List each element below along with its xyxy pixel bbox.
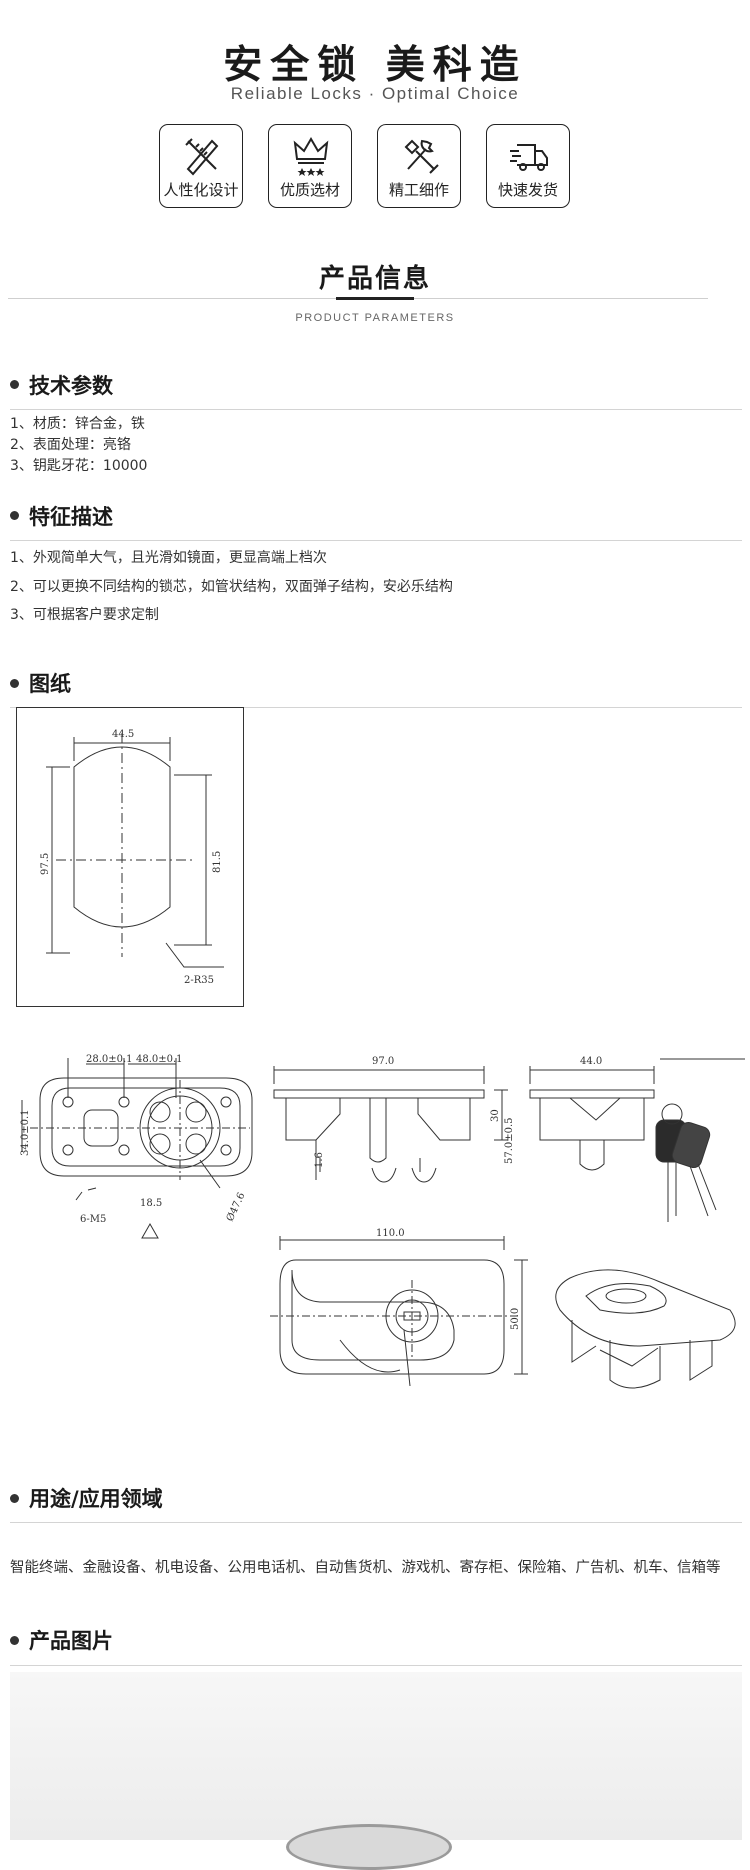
feature-label: 快速发货 [497,181,558,199]
dim-label: 97.5 [40,853,51,875]
feature-label: 人性化设计 [163,181,239,199]
feature-line: 1、外观简单大气，且光滑如镜面，更显高端上档次 [10,550,327,566]
section-title-tech: 技术参数 [29,374,113,398]
feature-badge-shipping: 快速发货 [486,124,570,208]
dim-label: 34.0±0.1 [20,1109,31,1156]
dim-label: 18.5 [140,1198,162,1209]
section-title-usage: 用途/应用领域 [29,1487,163,1511]
tech-line: 3、钥匙牙花：10000 [10,458,148,474]
divider [10,707,742,708]
dim-label: 44.0 [580,1056,602,1067]
divider [10,540,742,541]
dim-label: 30 [490,1109,501,1122]
dim-label: 110.0 [376,1228,405,1239]
page-subtitle: Reliable Locks · Optimal Choice [230,84,520,103]
crown-icon [293,137,329,176]
divider [10,409,742,410]
feature-line: 2、可以更换不同结构的锁芯，如管状结构，双面弹子结构，安必乐结构 [10,579,453,595]
cutout-drawing: 44.5 97.5 81.5 2-R35 [16,707,244,1007]
tools-icon [404,139,439,174]
tech-line: 2、表面处理：亮铬 [10,437,131,453]
feature-line: 3、可根据客户要求定制 [10,607,159,623]
divider [10,1522,742,1523]
product-info-title: 产品信息 [318,264,431,294]
product-photo [10,1672,742,1870]
dim-label: 50.0 [510,1308,521,1330]
feature-label: 精工细作 [388,181,449,199]
truck-icon [510,144,548,171]
section-title-drawing: 图纸 [29,672,71,696]
dim-label: 57.0±0.5 [504,1117,515,1164]
product-info-subtitle: PRODUCT PARAMETERS [295,312,455,324]
usage-text: 智能终端、金融设备、机电设备、公用电话机、自动售货机、游戏机、寄存柜、保险箱、广… [10,1560,721,1576]
dim-label: 2-R35 [184,975,214,986]
page-title: 安全锁 美科造 [223,43,527,88]
feature-label: 优质选材 [279,181,340,199]
bullet-icon [10,1494,19,1503]
tech-line: 1、材质：锌合金，铁 [10,416,145,432]
bullet-icon [10,511,19,520]
dim-label: 81.5 [212,851,223,873]
section-title-features: 特征描述 [29,505,113,529]
feature-badge-design: 人性化设计 [159,124,243,208]
dim-label: 28.0±0.1 [86,1054,133,1065]
dim-label: 44.5 [112,729,134,740]
dim-label: Ø47.6 [225,1191,248,1223]
section-title-photos: 产品图片 [29,1629,113,1653]
feature-badge-material: 优质选材 [268,124,352,208]
dim-label: 6-M5 [80,1214,106,1225]
ruler-pencil-icon [185,138,219,176]
dim-label: 48.0±0.1 [136,1054,183,1065]
dim-label: 1.6 [314,1152,325,1168]
divider [10,1665,742,1666]
dim-label: 97.0 [372,1056,394,1067]
bullet-icon [10,679,19,688]
feature-badge-craft: 精工细作 [377,124,461,208]
product-photo-edge [286,1824,452,1870]
bullet-icon [10,1636,19,1645]
title-underline [336,297,414,300]
bullet-icon [10,380,19,389]
technical-drawings: 28.0±0.1 48.0±0.1 34.0±0.1 18.5 6-M5 Ø47… [20,1054,745,1389]
